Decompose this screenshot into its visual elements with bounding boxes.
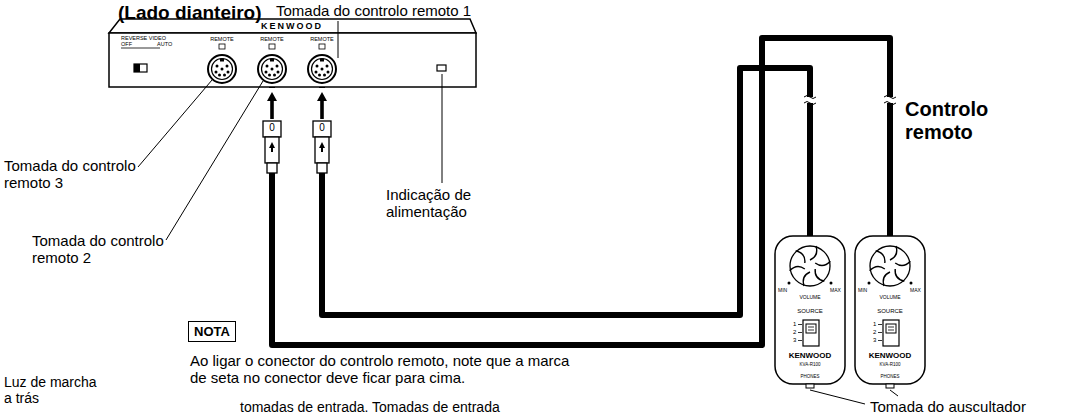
node-text: VOLUME xyxy=(879,295,900,301)
main-unit: KENWOOD REVERSE VIDEOOFF AUTO REMOTE REMOTE R… xyxy=(109,19,476,87)
node-text: KVA-R100 xyxy=(800,362,821,367)
callout-label: Ao ligar o conector do controlo remoto, … xyxy=(190,352,590,387)
node-text: 3 xyxy=(793,337,796,344)
node-text: 1 xyxy=(793,321,796,328)
node-text: OFF xyxy=(121,41,132,47)
node-text: KENWOOD xyxy=(869,351,912,360)
node-text: VOLUME xyxy=(799,295,820,301)
node-text: PHONES xyxy=(800,374,819,379)
node-text: 2 xyxy=(873,329,876,336)
remote-control: MIN VOLUME MAX SOURCE123KENWOOD KVA-R100PHON… xyxy=(855,236,925,384)
callout-label: Tomada do controlo remoto 3 xyxy=(4,157,154,192)
callout-label: Tomada do controlo remoto 2 xyxy=(32,232,182,267)
callout-label: 0 xyxy=(313,122,331,134)
callout-label: 0 xyxy=(263,122,281,134)
node-text: MIN xyxy=(858,288,867,294)
node-text: REMOTE xyxy=(260,36,284,42)
heading: (Lado dianteiro) xyxy=(118,2,262,24)
node-text: KENWOOD xyxy=(789,351,832,360)
node-text: AUTO xyxy=(157,41,172,47)
node-text: 3 xyxy=(873,337,876,344)
node-text: 2 xyxy=(793,329,796,336)
callout-label: Controlo remoto xyxy=(905,98,1005,144)
callout-label: tomadas de entrada. Tomadas de entrada xyxy=(240,399,500,415)
remote-cable xyxy=(322,68,810,315)
node-text: 1 xyxy=(873,321,876,328)
node-text: SOURCE xyxy=(797,308,823,315)
node-text: KVA-R100 xyxy=(880,362,901,367)
callout-label: Tomada do auscultador xyxy=(870,398,1026,415)
node-text: REMOTE xyxy=(210,36,234,42)
callout-label: Luz de marcha a trás xyxy=(4,374,104,406)
callout-label: Indicação de alimentação xyxy=(386,186,496,221)
node-text: REVERSE VIDEO xyxy=(121,35,166,41)
node-text: MAX xyxy=(830,288,841,294)
node-text: SOURCE xyxy=(877,308,903,315)
node-text: REMOTE xyxy=(310,36,334,42)
node-text: MIN xyxy=(778,288,787,294)
remote-control: MIN VOLUME MAX SOURCE123KENWOOD KVA-R100PHON… xyxy=(775,236,845,384)
note-box: NOTA xyxy=(188,321,236,342)
callout-label: Tomada do controlo remoto 1 xyxy=(276,2,471,19)
node-text: MAX xyxy=(910,288,921,294)
node-text: NOTA xyxy=(194,323,230,340)
node-text: PHONES xyxy=(880,374,899,379)
node-text: KENWOOD xyxy=(261,21,323,31)
